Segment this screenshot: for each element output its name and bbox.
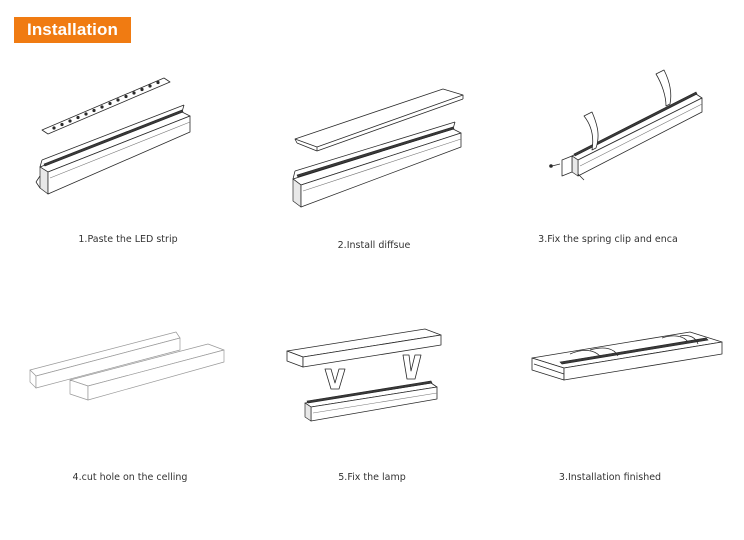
- step-3-caption: 3.Fix the spring clip and enca: [538, 234, 678, 245]
- step-3-illustration: [548, 68, 708, 188]
- step-2-caption: 2.Install diffsue: [337, 240, 411, 251]
- section-title: Installation: [27, 20, 118, 39]
- step-5-illustration: [285, 325, 455, 435]
- step-5-caption: 5.Fix the lamp: [338, 472, 406, 483]
- section-title-badge: Installation: [14, 17, 131, 43]
- step-4-illustration: [29, 330, 230, 405]
- step-4-caption: 4.cut hole on the celling: [72, 472, 188, 483]
- step-1-caption: 1.Paste the LED strip: [78, 234, 178, 245]
- step-2-illustration: [285, 85, 465, 210]
- step-6-caption: 3.Installation finished: [558, 472, 662, 483]
- step-6-illustration: [530, 330, 725, 385]
- step-1-illustration: [34, 72, 204, 197]
